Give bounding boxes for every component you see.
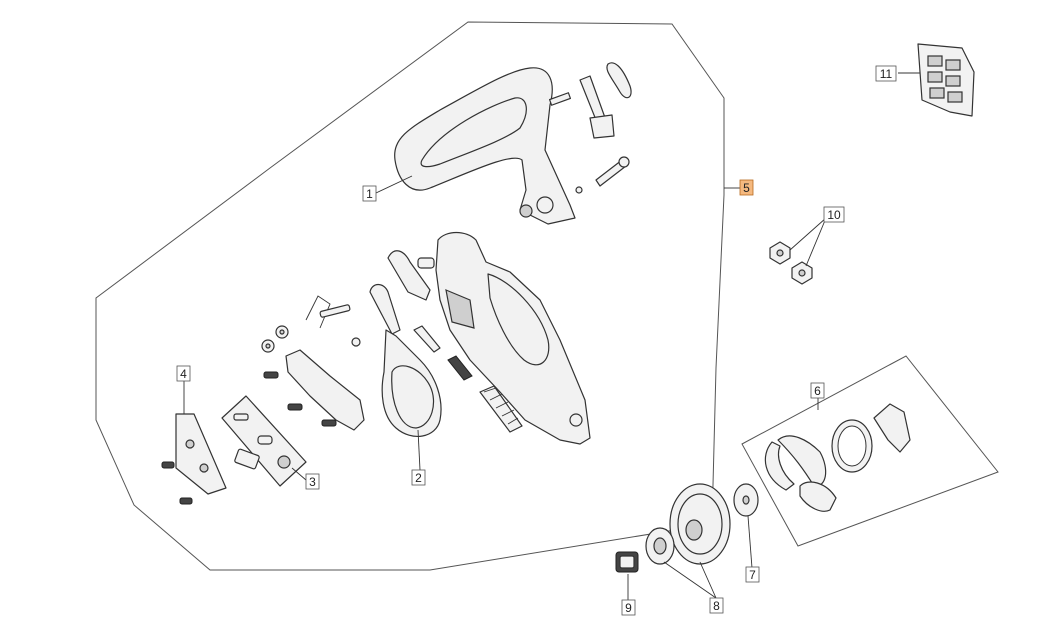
svg-text:8: 8 (713, 599, 720, 613)
svg-text:3: 3 (309, 475, 316, 489)
brake-band-part (381, 329, 442, 437)
svg-text:2: 2 (415, 471, 422, 485)
svg-text:5: 5 (743, 181, 750, 195)
label-10: 10 (823, 206, 845, 223)
label-3: 3 (305, 473, 320, 490)
rear-handle-part (394, 67, 576, 225)
brake-lever-parts (369, 250, 441, 353)
decal-part (917, 43, 975, 117)
label-11: 11 (875, 65, 897, 82)
svg-text:7: 7 (749, 568, 756, 582)
chain-catcher-part (285, 349, 365, 431)
label-4: 4 (176, 365, 191, 382)
label-2: 2 (411, 469, 426, 486)
nuts-part (769, 241, 813, 285)
svg-text:10: 10 (827, 208, 841, 222)
label-6: 6 (810, 382, 825, 399)
sprocket-part (645, 527, 675, 565)
clutch-parts (764, 403, 911, 512)
label-8: 8 (709, 597, 724, 614)
label-1: 1 (362, 185, 377, 202)
svg-text:11: 11 (880, 67, 893, 81)
screws-and-washers (161, 325, 361, 505)
leader-lines (183, 72, 920, 600)
hardware-set-part (221, 395, 307, 487)
assembly-5-outline (95, 21, 725, 571)
label-7: 7 (745, 566, 760, 583)
label-9: 9 (621, 599, 636, 616)
chain-brake-housing-part (435, 231, 591, 445)
clutch-drum-part (669, 483, 731, 565)
springs-and-pins (305, 295, 523, 433)
svg-text:1: 1 (366, 187, 373, 201)
guide-plate-part (175, 413, 227, 495)
assembly-6-outline (741, 355, 999, 547)
svg-text:4: 4 (180, 367, 187, 381)
label-5: 5 (739, 179, 754, 196)
washer-part (733, 483, 759, 517)
handle-pins (548, 62, 632, 194)
svg-text:9: 9 (625, 601, 632, 615)
needle-bearing-part (615, 551, 639, 573)
svg-text:6: 6 (814, 384, 821, 398)
